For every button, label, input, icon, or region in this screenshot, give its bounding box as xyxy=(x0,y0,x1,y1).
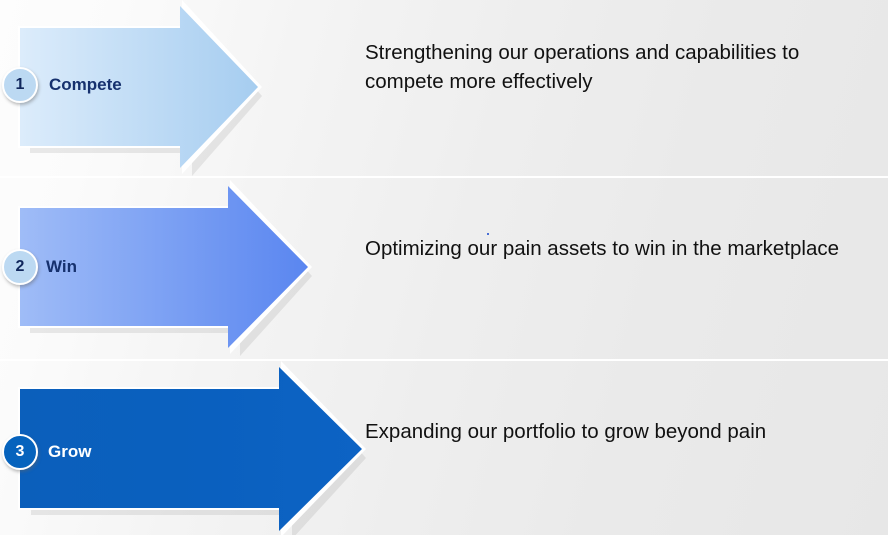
row-divider xyxy=(0,359,888,361)
step-number: 1 xyxy=(15,76,25,93)
step-arrow-grow[interactable] xyxy=(18,361,373,535)
artifact-speck xyxy=(487,233,489,235)
step-arrow-win[interactable] xyxy=(18,180,318,356)
step-number-badge: 2 xyxy=(2,249,38,285)
step-number: 3 xyxy=(15,443,25,460)
arrow-shape xyxy=(18,361,366,535)
process-step-row: 3 Grow Expanding our portfolio to grow b… xyxy=(0,361,888,535)
step-arrow-compete[interactable] xyxy=(18,0,268,176)
process-step-row: 2 Win Optimizing our pain assets to win … xyxy=(0,178,888,359)
step-label: Compete xyxy=(49,75,122,94)
process-step-row: 1 Compete Strengthening our operations a… xyxy=(0,0,888,176)
step-description: Optimizing our pain assets to win in the… xyxy=(365,237,840,260)
arrow-shape xyxy=(18,180,312,356)
row-divider xyxy=(0,176,888,178)
step-label: Win xyxy=(46,257,78,276)
arrow-shape xyxy=(18,0,262,176)
step-number: 2 xyxy=(15,258,25,275)
step-description: Expanding our portfolio to grow beyond p… xyxy=(365,420,767,443)
step-number-badge: 1 xyxy=(2,67,38,103)
step-label: Grow xyxy=(48,442,92,461)
step-number-badge: 3 xyxy=(2,434,38,470)
step-description: Strengthening our operations and capabil… xyxy=(365,41,800,93)
